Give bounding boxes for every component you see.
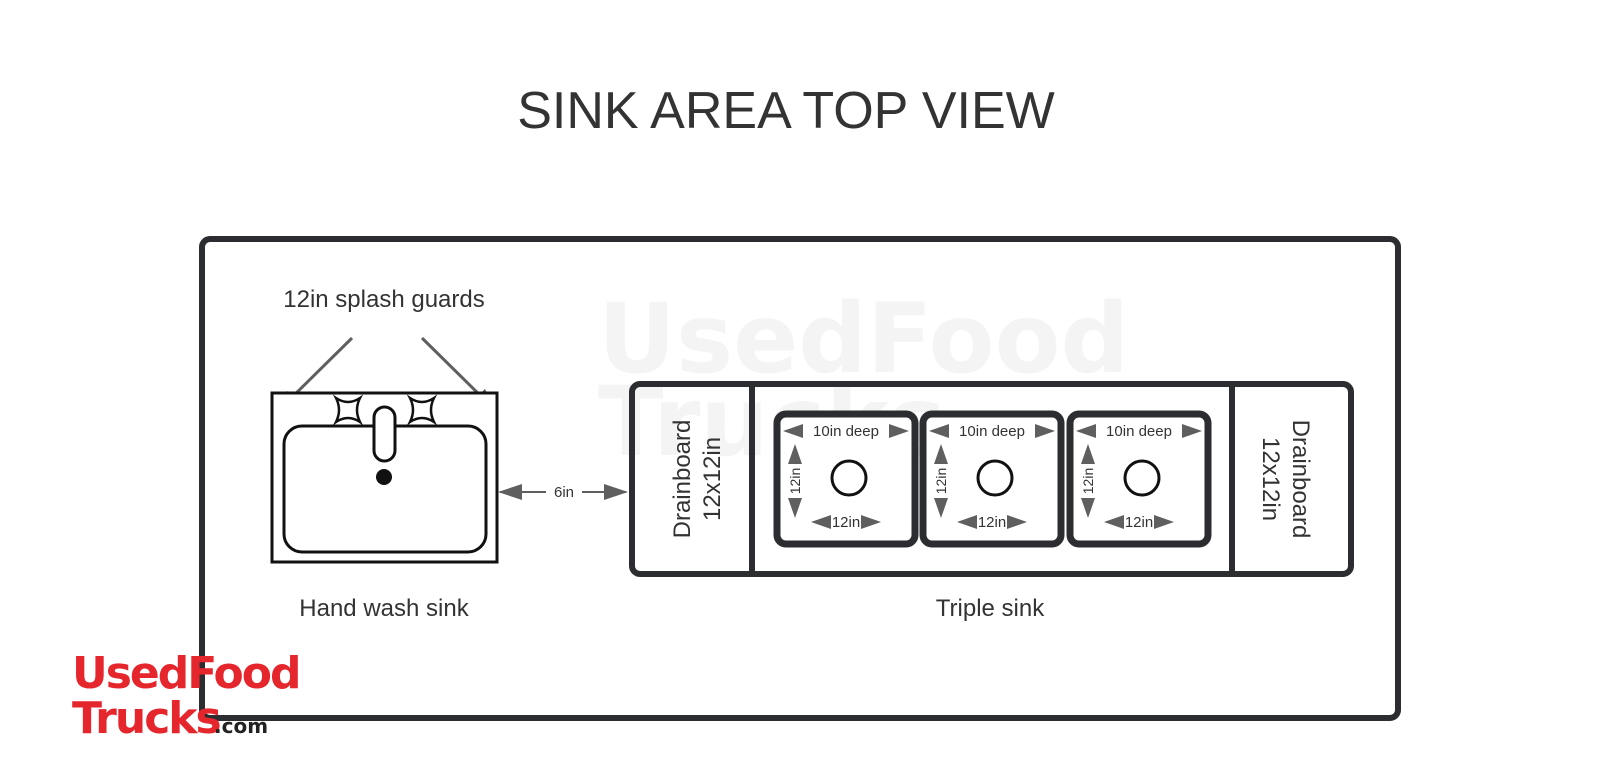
depth-arrow-left: [929, 424, 949, 438]
logo-line2: Trucks: [72, 693, 221, 744]
drainboard-left-size: 12x12in: [699, 437, 726, 521]
faucet-spout-icon: [372, 405, 397, 463]
compartment-drain-icon: [830, 459, 868, 497]
drain-icon: [376, 469, 392, 485]
faucet-handle-right-icon: [406, 394, 438, 426]
height-arrow-down: [788, 498, 802, 518]
drainboard-left: Drainboard 12x12in: [669, 420, 726, 539]
hand-wash-label: Hand wash sink: [299, 595, 469, 622]
width-arrow-left: [957, 515, 977, 529]
height-arrow-up: [934, 444, 948, 464]
compartment-width-label: 12in: [1125, 514, 1153, 531]
logo-suffix: .com: [214, 714, 268, 738]
logo-line1: UsedFood: [72, 648, 299, 699]
sink-compartment: 10in deep 12in 12in: [773, 410, 919, 548]
compartment-drain-icon: [1123, 459, 1161, 497]
height-arrow-down: [934, 498, 948, 518]
compartment-outline: [773, 410, 919, 548]
width-arrow-left: [1104, 515, 1124, 529]
drainboard-right-size: 12x12in: [1257, 437, 1284, 521]
depth-arrow-left: [783, 424, 803, 438]
splash-guards-label: 12in splash guards: [283, 286, 484, 313]
width-arrow-right: [861, 515, 881, 529]
triple-sink-outline: [629, 381, 1354, 577]
faucet-handle-left-icon: [332, 394, 364, 426]
width-arrow-right: [1007, 515, 1027, 529]
brand-logo: UsedFood Trucks .com: [72, 648, 301, 744]
height-arrow-down: [1081, 498, 1095, 518]
sink-compartment: 10in deep 12in 12in: [919, 410, 1065, 548]
page-title: SINK AREA TOP VIEW: [517, 82, 1055, 140]
compartment-outline: [1066, 410, 1212, 548]
compartment-width-label: 12in: [978, 514, 1006, 531]
depth-arrow-right: [1035, 424, 1055, 438]
compartment-height-label: 12in: [933, 468, 949, 494]
compartment-depth-label: 10in deep: [1106, 423, 1172, 440]
compartment-height-label: 12in: [1080, 468, 1096, 494]
hand-wash-sink: 12in splash guards Hand wash sink: [270, 286, 499, 622]
compartment-depth-label: 10in deep: [813, 423, 879, 440]
sink-compartment: 10in deep 12in 12in: [1066, 410, 1212, 548]
depth-arrow-right: [1182, 424, 1202, 438]
height-arrow-up: [1081, 444, 1095, 464]
gap-dimension: 6in: [498, 484, 628, 501]
depth-arrow-left: [1076, 424, 1096, 438]
outer-frame: [199, 236, 1401, 721]
depth-arrow-right: [889, 424, 909, 438]
compartment-height-label: 12in: [787, 468, 803, 494]
drainboard-right-title: Drainboard: [1287, 420, 1314, 539]
compartment-drain-icon: [976, 459, 1014, 497]
gap-label: 6in: [554, 484, 574, 501]
compartment-depth-label: 10in deep: [959, 423, 1025, 440]
compartment-width-label: 12in: [832, 514, 860, 531]
triple-sink: Drainboard 12x12in Drainboard 12x12in 10…: [629, 381, 1354, 622]
triple-sink-label: Triple sink: [936, 595, 1045, 622]
drainboard-left-title: Drainboard: [669, 420, 696, 539]
width-arrow-left: [811, 515, 831, 529]
compartment-outline: [919, 410, 1065, 548]
drainboard-right: Drainboard 12x12in: [1257, 420, 1314, 539]
watermark-picture-line1: UsedFood: [598, 283, 1129, 395]
width-arrow-right: [1154, 515, 1174, 529]
height-arrow-up: [788, 444, 802, 464]
